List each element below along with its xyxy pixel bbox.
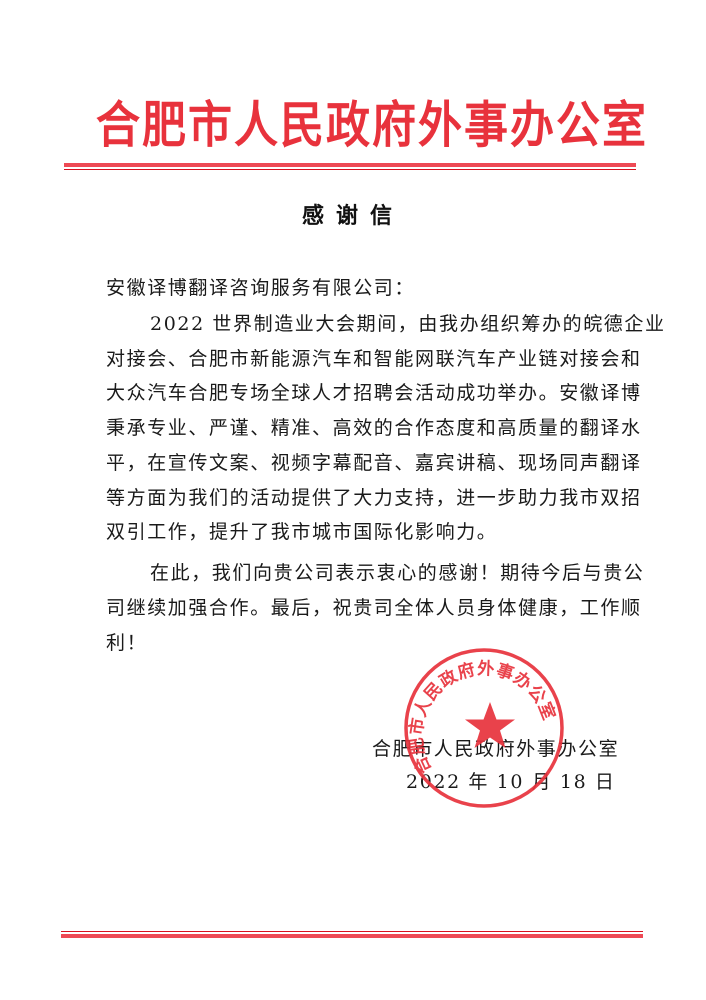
paragraph-1-line: 秉承专业、严谨、精准、高效的合作态度和高质量的翻译水: [106, 417, 642, 439]
signature-org: 合肥市人民政府外事办公室: [372, 738, 620, 760]
paragraph-1-line: 2022 世界制造业大会期间，由我办组织筹办的皖德企业: [150, 313, 666, 335]
paragraph-2-line: 在此，我们向贵公司表示衷心的感谢！期待今后与贵公: [150, 562, 645, 584]
salutation: 安徽译博翻译咨询服务有限公司：: [106, 277, 416, 299]
paragraph-2-line: 利！: [106, 632, 148, 654]
document-title: 感谢信: [301, 204, 404, 229]
footer-rule-thin: [61, 931, 643, 932]
paragraph-1-line: 双引工作，提升了我市城市国际化影响力。: [106, 521, 498, 543]
signature-date: 2022 年 10 月 18 日: [406, 771, 616, 793]
paragraph-1-line: 对接会、合肥市新能源汽车和智能网联汽车产业链对接会和: [106, 348, 642, 370]
letterhead-rule-thick: [64, 163, 636, 167]
letterhead-org-name: 合肥市人民政府外事办公室: [96, 97, 648, 155]
paragraph-2-line: 司继续加强合作。最后，祝贵司全体人员身体健康，工作顺: [106, 597, 642, 619]
paragraph-1-line: 平，在宣传文案、视频字幕配音、嘉宾讲稿、现场同声翻译: [106, 452, 642, 474]
letterhead-rule-thin: [64, 169, 636, 170]
paragraph-1-line: 等方面为我们的活动提供了大力支持，进一步助力我市双招: [106, 487, 642, 509]
paragraph-1-line: 大众汽车合肥专场全球人才招聘会活动成功举办。安徽译博: [106, 382, 642, 404]
footer-rule-thick: [61, 934, 643, 938]
